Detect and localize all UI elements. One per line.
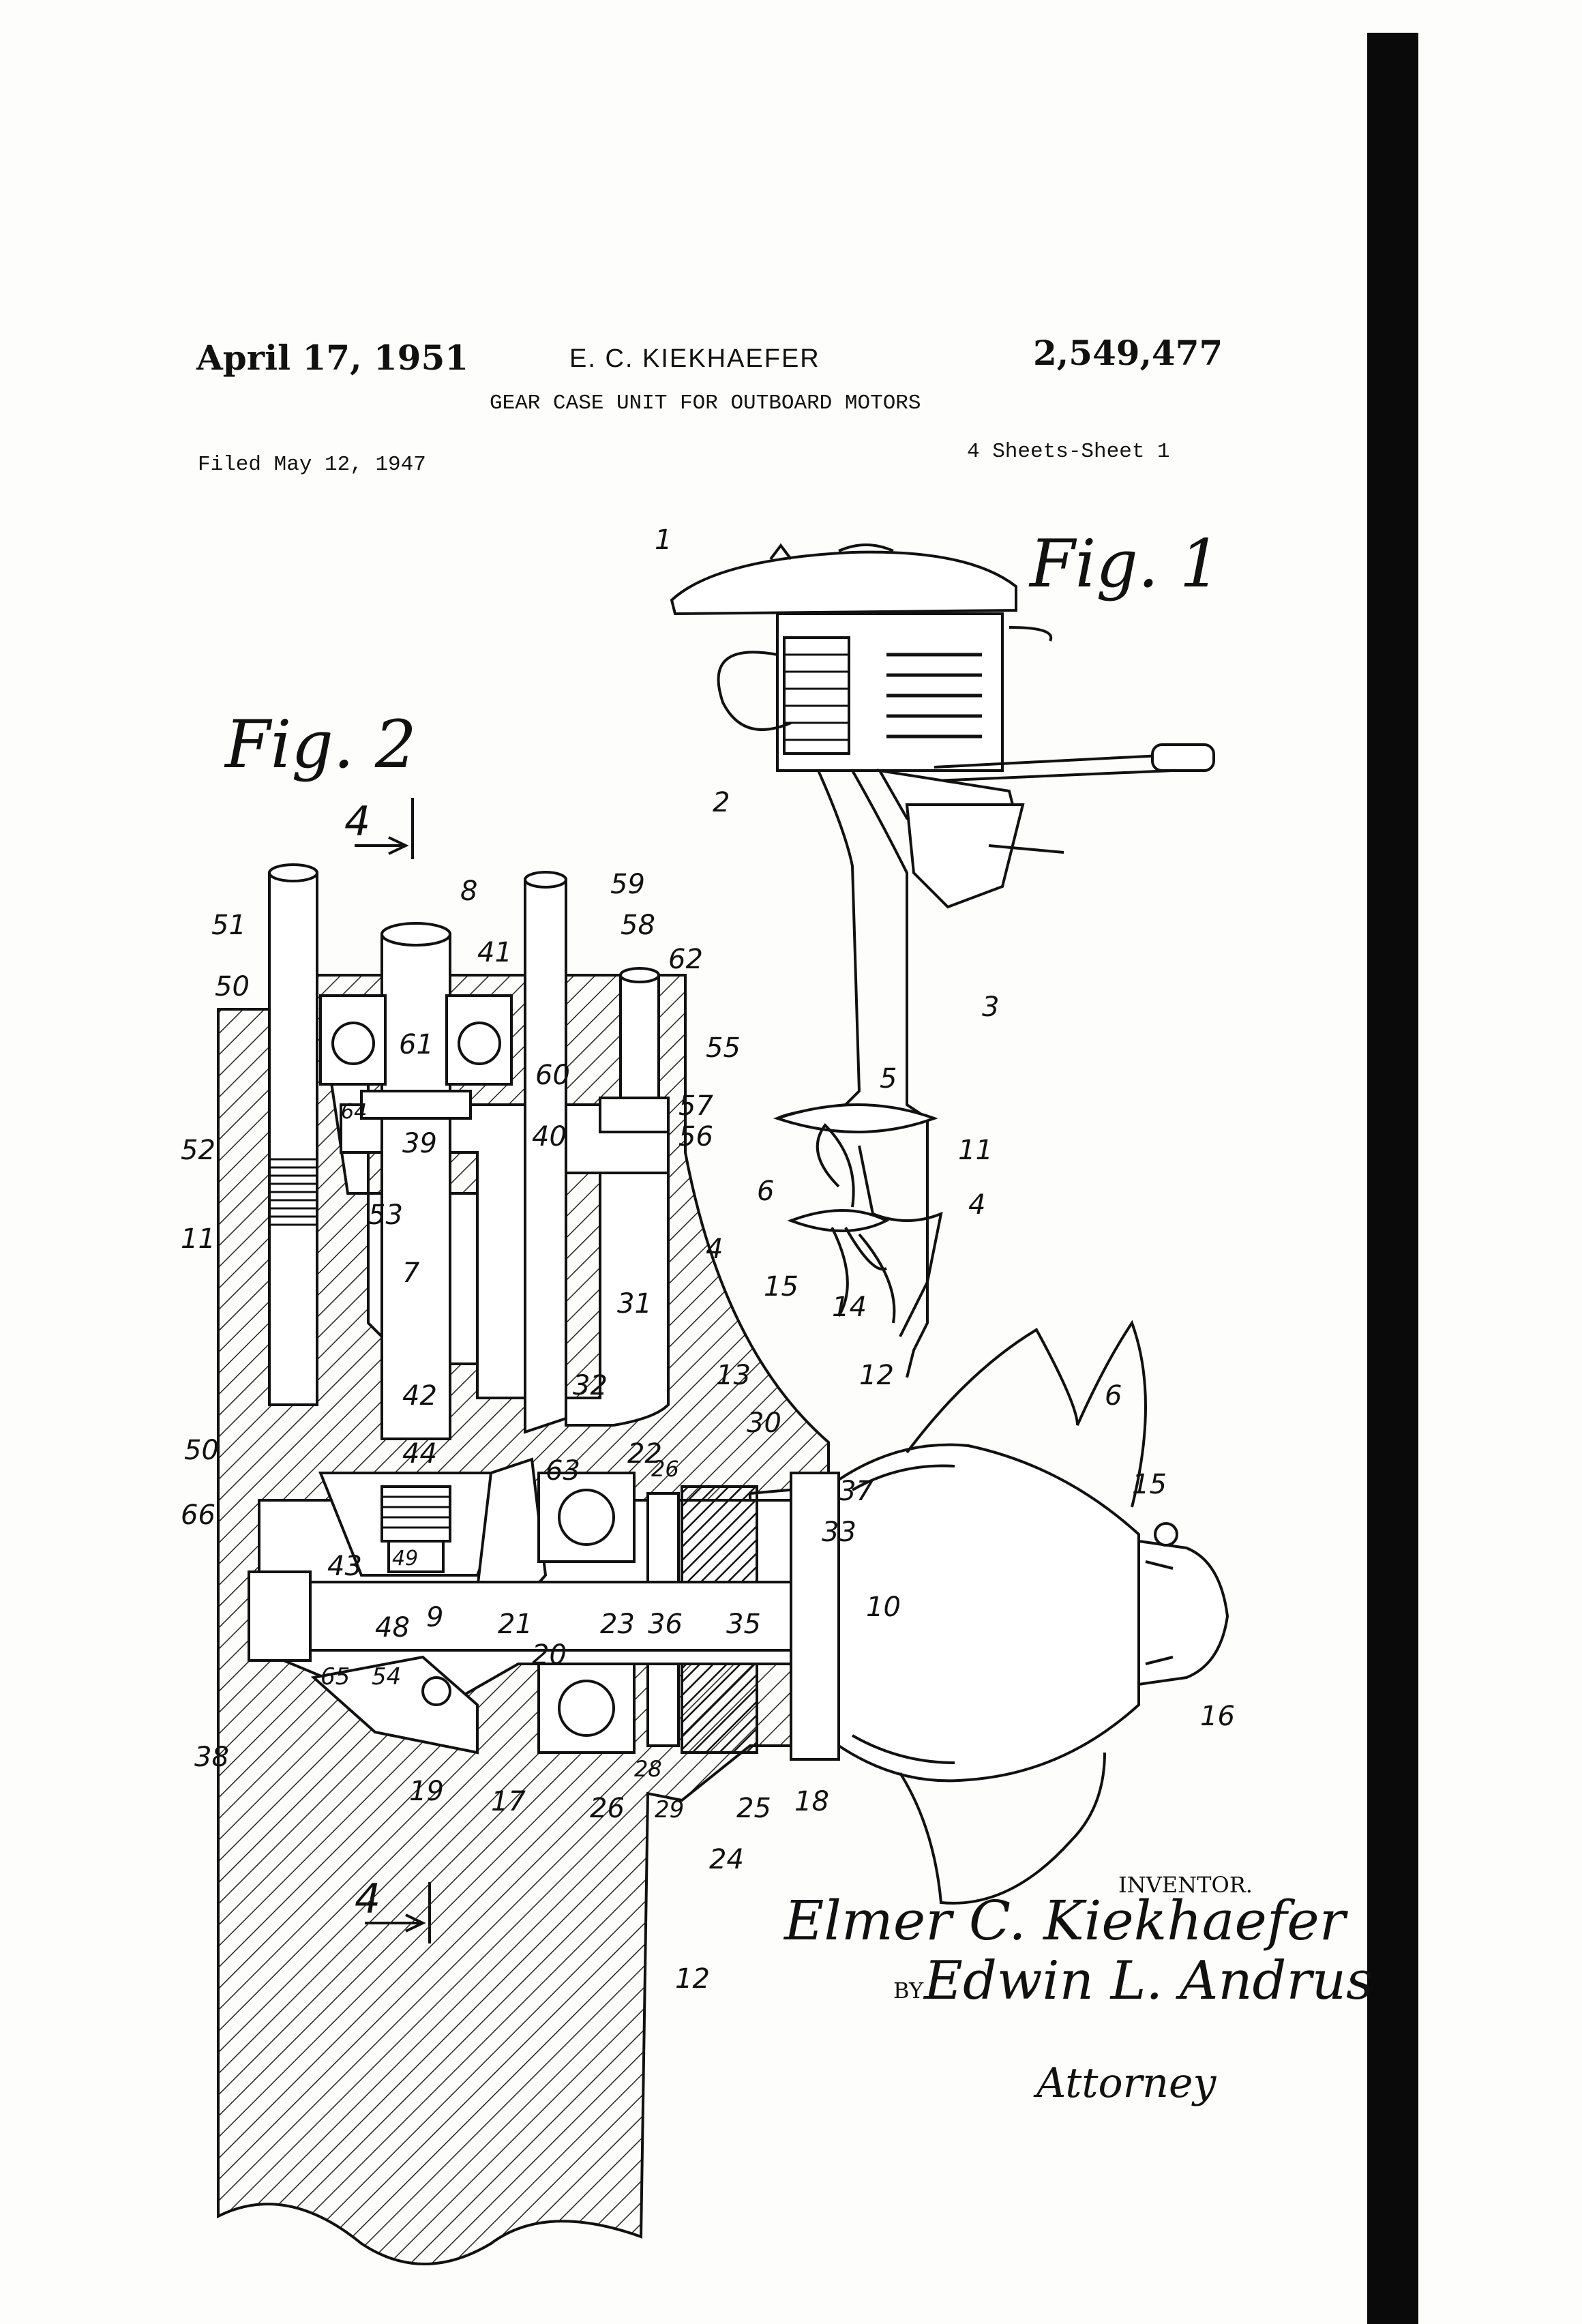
scan-edge-bar <box>1367 33 1418 2324</box>
ref-numeral: 42 <box>402 1380 437 1412</box>
ref-numeral: 23 <box>600 1609 635 1640</box>
patent-title: GEAR CASE UNIT FOR OUTBOARD MOTORS <box>490 391 921 415</box>
by-label: BY <box>893 1978 924 2003</box>
ref-numeral: 35 <box>726 1609 761 1640</box>
attorney-signature: Edwin L. Andrus <box>924 1950 1374 2012</box>
ref-numeral: 44 <box>402 1438 437 1470</box>
ref-numeral: 48 <box>375 1612 410 1643</box>
ref-numeral: 40 <box>532 1121 567 1152</box>
ref-numeral: 58 <box>621 910 655 941</box>
ref-numeral: 11 <box>181 1223 215 1255</box>
ref-numeral: 52 <box>181 1135 215 1166</box>
ref-numeral: 31 <box>617 1288 652 1320</box>
ref-numeral: 60 <box>535 1060 570 1091</box>
ref-numeral: 20 <box>532 1639 567 1671</box>
ref-numeral: 26 <box>651 1456 679 1482</box>
ref-numeral: 55 <box>706 1032 741 1064</box>
fig2-gear-case-section <box>217 863 861 2265</box>
fig2-propeller-hub <box>837 1320 1229 1905</box>
fig2-reference-numerals: 8 59 51 58 62 50 41 55 61 60 57 64 39 40… <box>181 869 901 1995</box>
ref-numeral: 49 <box>392 1547 418 1570</box>
ref-numeral: 61 <box>399 1029 434 1060</box>
ref-numeral: 50 <box>184 1435 219 1466</box>
ref-numeral: 17 <box>491 1786 526 1817</box>
ref-numeral: 63 <box>546 1455 580 1487</box>
ref-numeral: 24 <box>709 1844 744 1875</box>
ref-numeral: 22 <box>627 1438 662 1470</box>
ref-numeral: 9 <box>426 1602 443 1633</box>
ref-numeral: 59 <box>610 869 645 900</box>
ref-numeral: 65 <box>320 1663 350 1690</box>
attorney-label: Attorney <box>1036 2059 1217 2107</box>
ref-numeral: 54 <box>372 1663 401 1690</box>
ref-numeral: 2 <box>713 787 730 818</box>
ref-numeral: 21 <box>498 1609 533 1640</box>
ref-numeral: 13 <box>716 1360 751 1391</box>
ref-numeral: 19 <box>409 1776 444 1807</box>
ref-numeral: 37 <box>839 1476 874 1507</box>
ref-numeral: 25 <box>736 1793 771 1824</box>
fig1-outboard-motor <box>670 543 1215 1378</box>
ref-numeral: 51 <box>211 910 246 941</box>
ref-numeral: 10 <box>866 1592 901 1623</box>
ref-numeral: 53 <box>368 1200 403 1231</box>
ref-numeral: 15 <box>764 1271 799 1302</box>
ref-numeral: 18 <box>794 1786 829 1817</box>
ref-numeral: 4 <box>968 1189 985 1221</box>
ref-numeral: 12 <box>859 1360 894 1391</box>
ref-numeral: 57 <box>678 1090 713 1122</box>
ref-numeral: 3 <box>982 992 999 1023</box>
ref-numeral: 6 <box>757 1176 774 1207</box>
ref-numeral: 56 <box>678 1121 713 1152</box>
ref-numeral: 4 <box>706 1234 723 1265</box>
ref-numeral: 33 <box>822 1517 856 1548</box>
ref-numeral: 39 <box>402 1128 437 1159</box>
ref-numeral: 14 <box>832 1292 867 1323</box>
ref-numeral: 5 <box>880 1063 897 1094</box>
ref-numeral: 43 <box>327 1551 362 1582</box>
patent-number: 2,549,477 <box>1033 333 1223 373</box>
ref-numeral: 28 <box>634 1756 662 1782</box>
ref-numeral: 50 <box>215 971 250 1002</box>
ref-numeral: 7 <box>402 1257 420 1289</box>
filing-date: Filed May 12, 1947 <box>198 453 426 477</box>
ref-numeral: 6 <box>1105 1380 1122 1412</box>
ref-numeral: 1 <box>655 524 672 556</box>
ref-numeral: 41 <box>477 937 512 968</box>
section-mark-top: 4 <box>344 798 370 846</box>
ref-numeral: 64 <box>341 1100 367 1124</box>
ref-numeral: 8 <box>460 876 477 907</box>
ref-numeral: 12 <box>675 1963 710 1995</box>
inventor-heading: INVENTOR. <box>1118 1872 1253 1898</box>
fig1-reference-numerals: 1 2 3 5 11 4 6 15 14 12 6 15 16 <box>655 524 1235 1732</box>
ref-numeral: 62 <box>668 944 703 975</box>
ref-numeral: 30 <box>747 1407 781 1439</box>
ref-numeral: 16 <box>1200 1701 1235 1732</box>
ref-numeral: 29 <box>655 1796 684 1823</box>
fig2-label: Fig. 2 <box>224 706 417 783</box>
ref-numeral: 38 <box>194 1742 229 1773</box>
ref-numeral: 26 <box>590 1793 625 1824</box>
patent-date: April 17, 1951 <box>196 338 469 378</box>
inventor-name: E. C. KIEKHAEFER <box>569 344 820 373</box>
ref-numeral: 36 <box>648 1609 683 1640</box>
inventor-signature: Elmer C. Kiekhaefer <box>784 1889 1346 1952</box>
ref-numeral: 11 <box>958 1135 993 1166</box>
sheet-count: 4 Sheets-Sheet 1 <box>967 440 1170 464</box>
fig1-label: Fig. 1 <box>1028 526 1221 602</box>
ref-numeral: 66 <box>181 1500 215 1531</box>
ref-numeral: 32 <box>573 1370 608 1401</box>
